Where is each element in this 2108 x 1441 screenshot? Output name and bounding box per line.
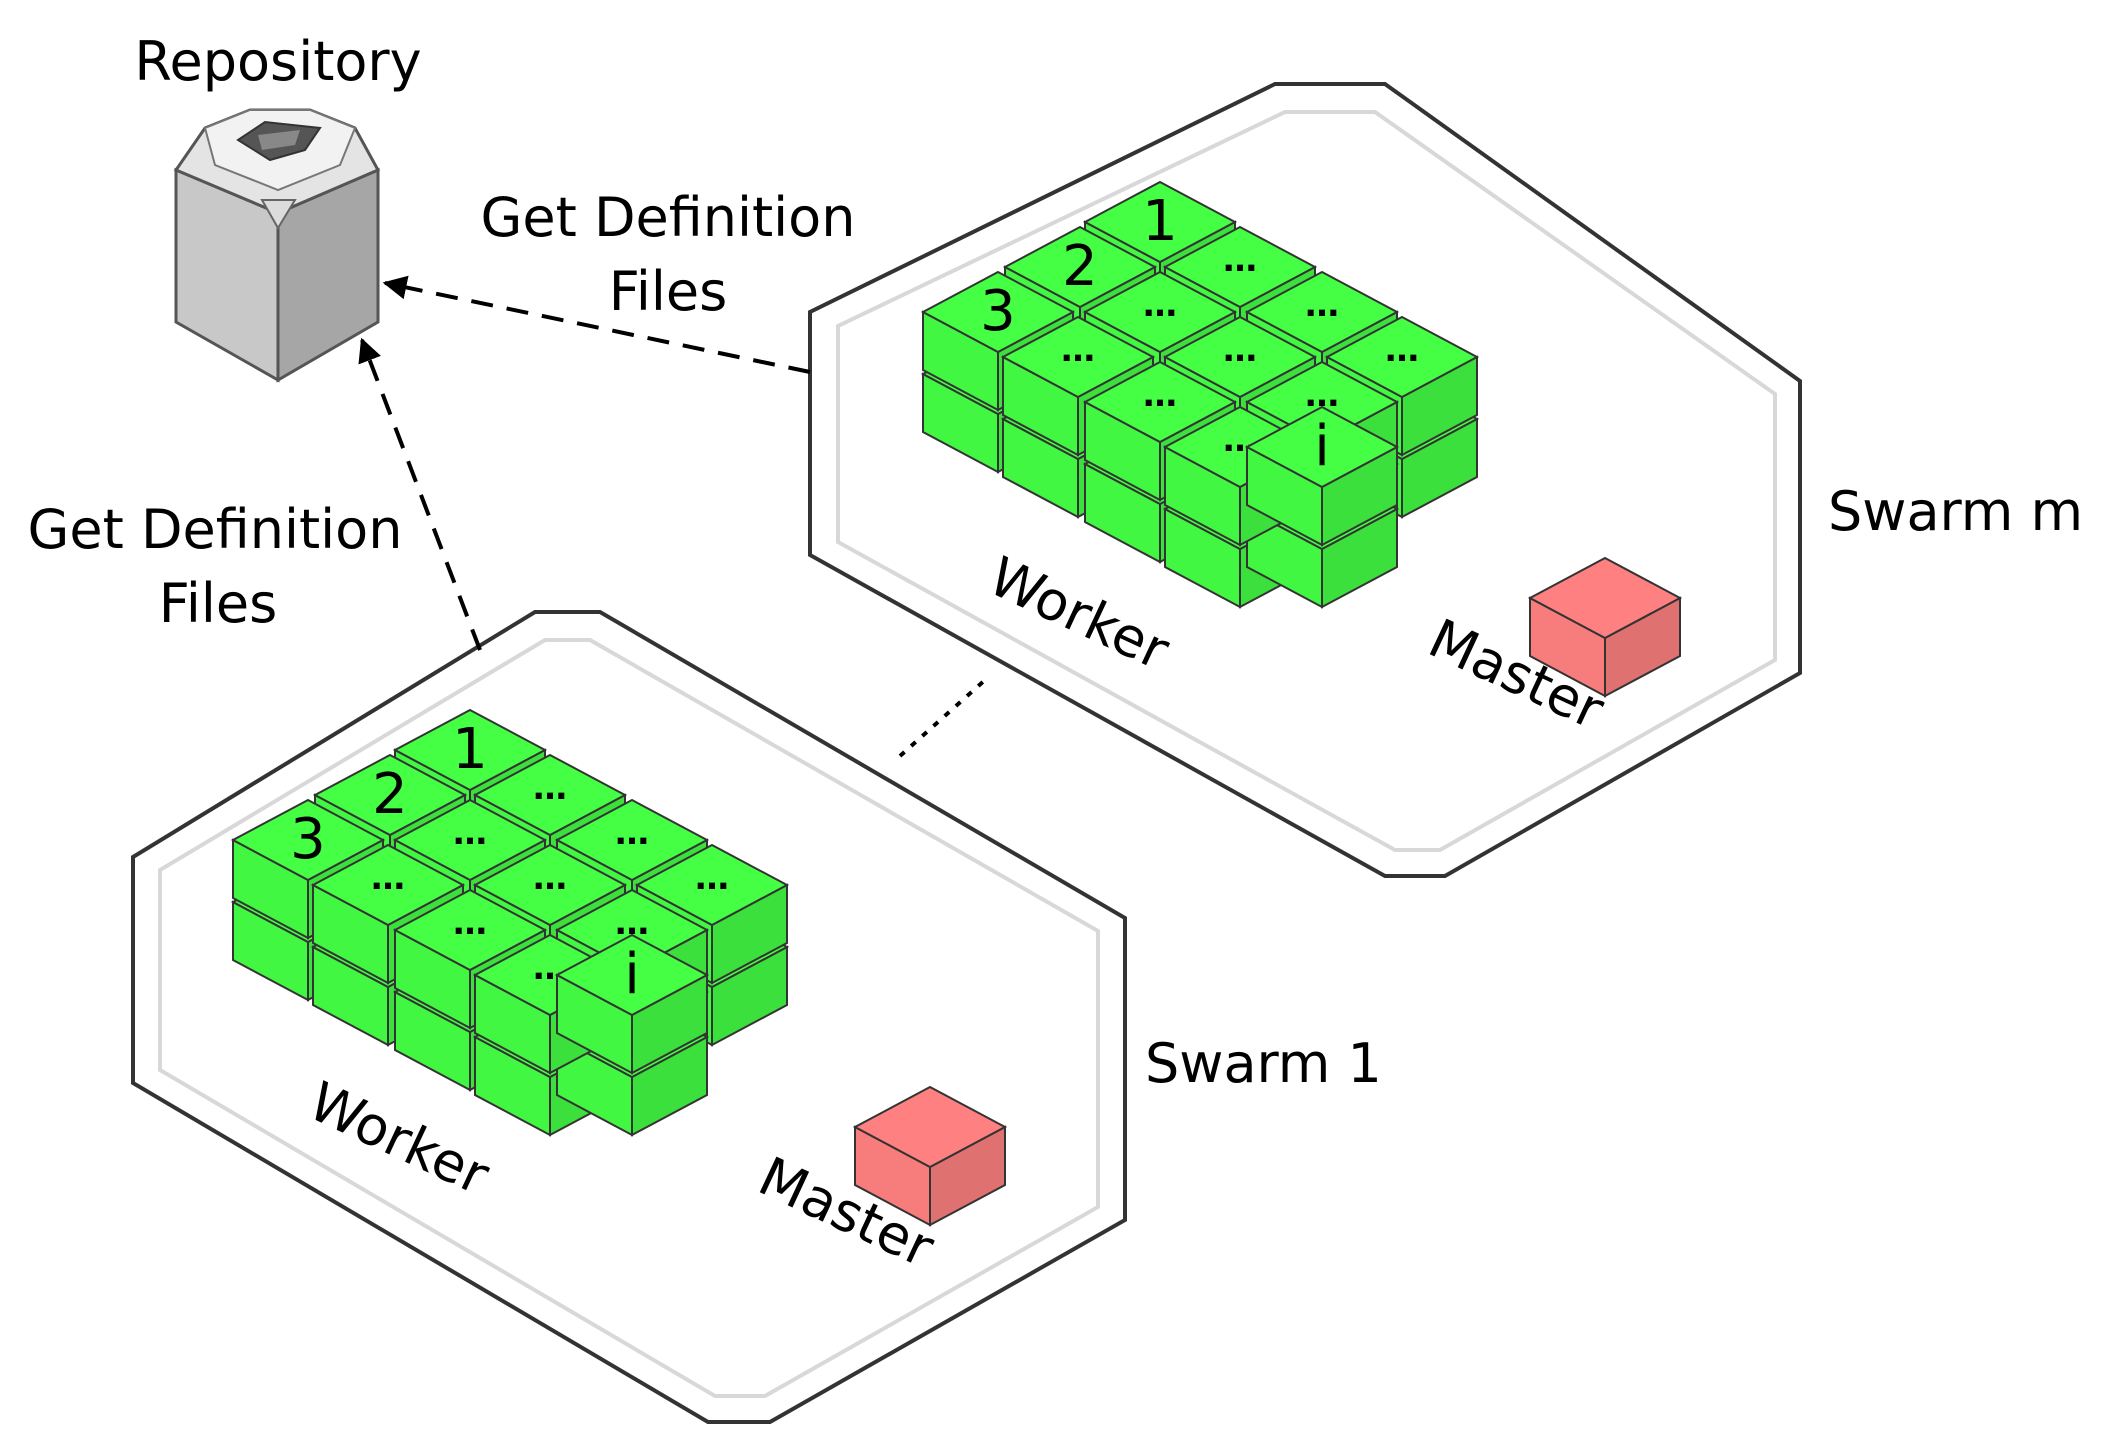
swarm-1-label: Swarm 1: [1145, 1032, 1382, 1095]
swarm-1-worker-grid: 123………………………i: [230, 708, 790, 1137]
worker-node-label: i: [1314, 414, 1330, 479]
worker-node-label: …: [615, 813, 649, 853]
worker-node-label: …: [1223, 330, 1257, 370]
swarm-1-master-node: [852, 1085, 1008, 1227]
repository-node: Repository: [134, 30, 422, 383]
worker-node-label: 2: [1062, 234, 1098, 299]
repository-label: Repository: [134, 30, 421, 93]
worker-node-label: 2: [372, 762, 408, 827]
worker-node-label: …: [371, 858, 405, 898]
worker-node-label: …: [453, 813, 487, 853]
worker-node-label: …: [1385, 330, 1419, 370]
worker-node-label: …: [1223, 240, 1257, 280]
worker-node-label: …: [1143, 285, 1177, 325]
worker-node-label: …: [453, 903, 487, 943]
worker-node-label: i: [624, 942, 640, 1007]
worker-node: …: [392, 888, 548, 1030]
swarm-ellipsis-connector: [898, 678, 987, 758]
swarm-m-master-node: [1527, 556, 1683, 698]
master-node: [852, 1085, 1008, 1227]
master-node: [1527, 556, 1683, 698]
worker-node-label: …: [533, 768, 567, 808]
worker-node: i: [554, 933, 710, 1075]
swarm-m-label: Swarm m: [1828, 480, 2083, 543]
worker-node: i: [1244, 405, 1400, 547]
swarm-m-inner-border: [836, 110, 1777, 852]
arrow-swarm-1-to-repository: Get Definition Files: [28, 337, 482, 651]
arrow-swarm-m-to-repository: Get Definition Files: [382, 186, 856, 374]
arrow-swarm-m-label-line1: Get Definition: [481, 186, 856, 249]
swarm-1-inner-border: [158, 638, 1100, 1398]
worker-node-label: 3: [980, 279, 1016, 344]
swarm-1: 123………………………i Worker Master Swarm 1: [131, 610, 1382, 1424]
worker-node-label: …: [1305, 285, 1339, 325]
worker-node-label: …: [533, 858, 567, 898]
swarm-m-worker-grid: 123………………………i: [920, 180, 1480, 609]
worker-node-label: 1: [1142, 189, 1178, 254]
arrow-swarm-m-label-line2: Files: [609, 260, 728, 323]
database-cylinder-icon: [173, 108, 381, 383]
worker-node-label: …: [1143, 375, 1177, 415]
arrow-swarm-1-label-line2: Files: [159, 572, 278, 635]
arrow-swarm-1-label-line1: Get Definition: [28, 498, 403, 561]
worker-node-label: …: [1061, 330, 1095, 370]
worker-node-label: …: [695, 858, 729, 898]
swarm-m: 123………………………i Worker Master Swarm m: [808, 82, 2083, 878]
worker-node-label: 1: [452, 717, 488, 782]
worker-node-label: 3: [290, 807, 326, 872]
